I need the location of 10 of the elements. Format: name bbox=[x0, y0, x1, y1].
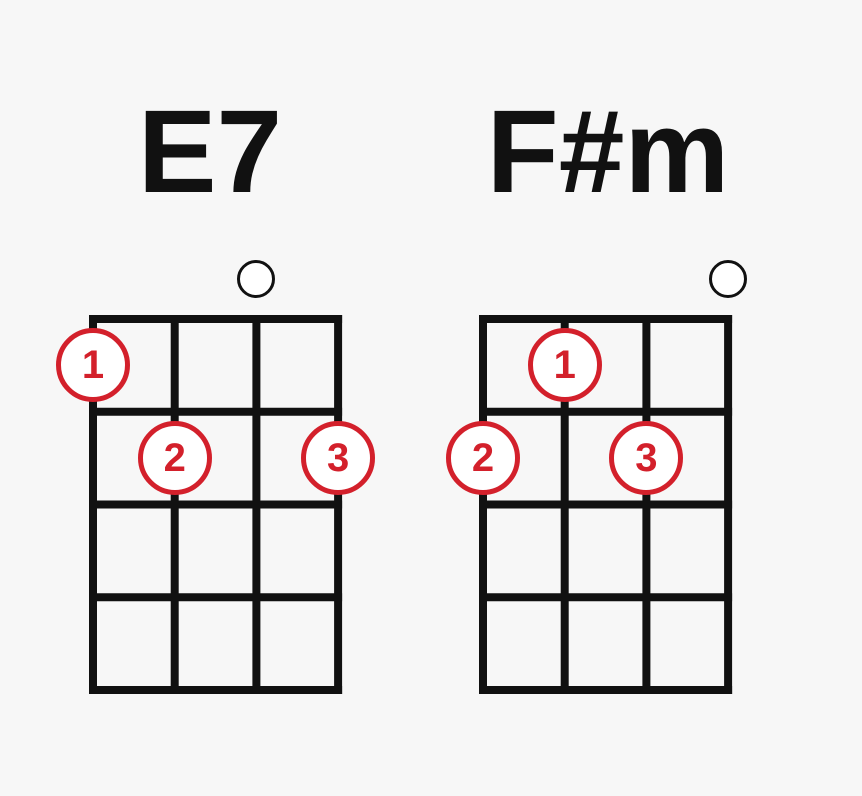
finger-number: 1 bbox=[56, 328, 130, 402]
finger-number: 1 bbox=[528, 328, 602, 402]
finger-number: 2 bbox=[138, 421, 212, 496]
open-string-marker bbox=[709, 260, 748, 298]
chord-name: E7 bbox=[138, 92, 282, 212]
finger-number: 3 bbox=[609, 421, 684, 496]
open-string-marker bbox=[237, 260, 276, 298]
finger-number: 3 bbox=[301, 421, 376, 496]
chord-name: F#m bbox=[486, 92, 730, 212]
finger-number: 2 bbox=[446, 421, 520, 496]
